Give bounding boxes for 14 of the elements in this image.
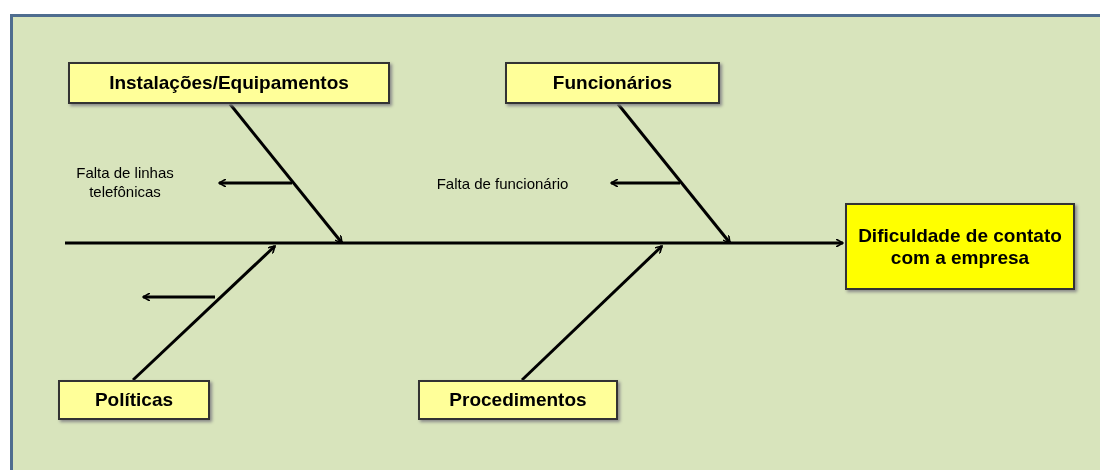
arrow — [520, 244, 664, 382]
cause-box: Funcionários — [505, 62, 720, 104]
cause-box: Procedimentos — [418, 380, 618, 420]
arrow — [131, 244, 277, 382]
sub-cause-label: Falta de linhas telefônicas — [75, 162, 175, 202]
arrow — [65, 238, 844, 248]
effect-box: Dificuldade de contato com a empresa — [845, 203, 1075, 290]
arrow — [218, 178, 292, 188]
cause-box: Políticas — [58, 380, 210, 420]
arrow — [228, 103, 344, 244]
cause-box: Instalações/Equipamentos — [68, 62, 390, 104]
arrow — [616, 103, 732, 244]
arrow — [610, 178, 680, 188]
sub-cause-label: Falta de funcionário — [436, 174, 569, 194]
